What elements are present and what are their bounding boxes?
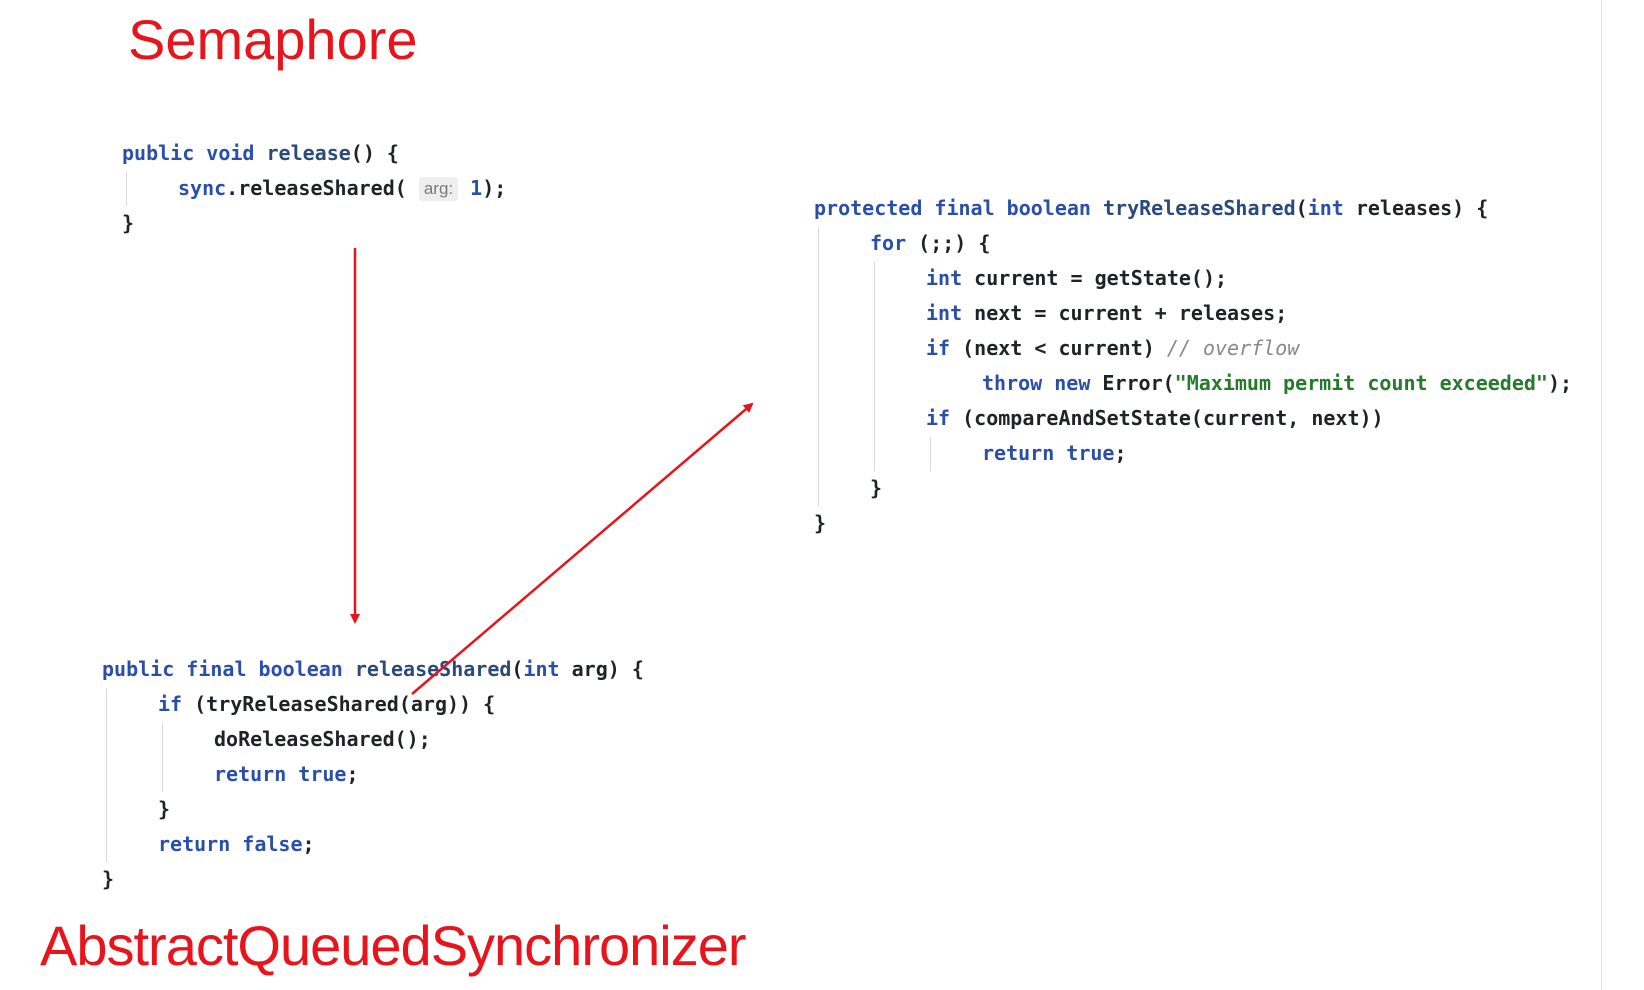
code-line: protected final boolean tryReleaseShared… <box>814 196 1489 220</box>
code-line: } <box>102 867 115 891</box>
code-line: for (;;) { <box>870 231 991 255</box>
code-line: public void release() { <box>122 141 399 165</box>
code-line: return true; <box>214 762 359 786</box>
code-try-release-shared-method: protected final boolean tryReleaseShared… <box>814 191 1602 551</box>
code-line: sync.releaseShared( arg: 1); <box>178 176 507 201</box>
indent-guide <box>818 227 819 506</box>
code-line: doReleaseShared(); <box>214 727 431 751</box>
clip-region: protected final boolean tryReleaseShared… <box>814 191 1602 551</box>
indent-guide <box>930 437 931 471</box>
arrow-release-shared-to-try-release-shared <box>411 402 754 695</box>
parameter-hint: arg: <box>418 177 459 201</box>
code-line: } <box>870 476 883 500</box>
indent-guide <box>126 172 127 206</box>
aqs-title: AbstractQueuedSynchronizer <box>40 914 746 977</box>
code-release-method: public void release() { sync.releaseShar… <box>122 136 582 246</box>
indent-guide <box>106 688 107 862</box>
code-line: return false; <box>158 832 315 856</box>
indent-guide <box>874 262 875 471</box>
code-line: if (next < current) // overflow <box>926 336 1300 360</box>
code-line: int current = getState(); <box>926 266 1228 290</box>
code-line: return true; <box>982 441 1127 465</box>
semaphore-title: Semaphore <box>128 8 418 71</box>
code-line: } <box>158 797 171 821</box>
code-line: throw new Error("Maximum permit count ex… <box>982 371 1573 395</box>
code-line: if (compareAndSetState(current, next)) <box>926 406 1384 430</box>
code-line: if (tryReleaseShared(arg)) { <box>158 692 496 716</box>
right-edge-divider <box>1601 0 1602 990</box>
code-line: int next = current + releases; <box>926 301 1288 325</box>
indent-guide <box>162 723 163 792</box>
code-line: } <box>122 211 135 235</box>
code-line: } <box>814 511 827 535</box>
code-release-shared-method: public final boolean releaseShared(int a… <box>102 652 762 902</box>
